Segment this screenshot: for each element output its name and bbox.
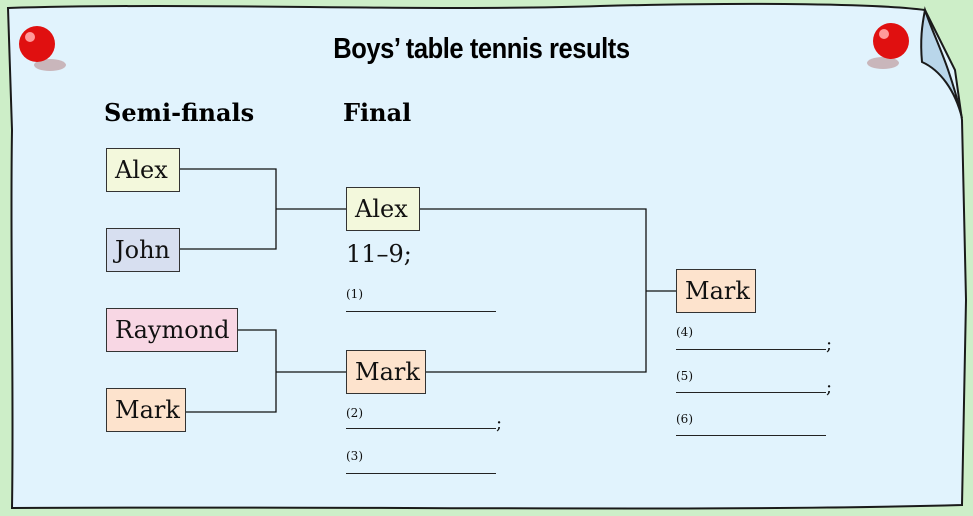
right-pin-highlight xyxy=(879,29,889,39)
semifinal-player-mark: Mark xyxy=(106,388,186,432)
semifinal-player-raymond: Raymond xyxy=(106,308,238,352)
answer-blank-2[interactable]: ; xyxy=(346,413,502,434)
bracket-line-bottom xyxy=(186,329,277,413)
poster-paper xyxy=(6,2,968,510)
final-player-alex: Alex xyxy=(346,187,420,231)
blank-number-4: (4) xyxy=(676,325,693,339)
blank-number-5: (5) xyxy=(676,369,693,383)
answer-blank-3[interactable] xyxy=(346,458,496,479)
blank-number-2: (2) xyxy=(346,406,363,420)
poster-curl xyxy=(920,6,963,119)
blank-number-6: (6) xyxy=(676,412,693,426)
left-pin-shadow xyxy=(34,59,66,71)
answer-blank-6[interactable] xyxy=(676,420,826,441)
answer-blank-4[interactable]: ; xyxy=(676,334,832,355)
final-player-mark: Mark xyxy=(346,350,426,394)
blank-number-1: (1) xyxy=(346,287,363,301)
bracket-lines xyxy=(180,168,676,413)
semifinal-player-john: John xyxy=(106,228,180,272)
right-pin-shadow xyxy=(867,57,899,69)
semi-finals-heading: Semi-finals xyxy=(104,98,255,127)
page-title: Boys’ table tennis results xyxy=(333,33,630,65)
final-heading: Final xyxy=(343,98,412,127)
left-pin-icon xyxy=(19,26,55,62)
answer-blank-1[interactable] xyxy=(346,296,496,317)
winner-box: Mark xyxy=(676,269,756,313)
semifinal-player-alex: Alex xyxy=(106,148,180,192)
blank-number-3: (3) xyxy=(346,449,363,463)
alex-score: 11–9; xyxy=(346,240,412,268)
left-pin-highlight xyxy=(25,32,35,42)
answer-blank-5[interactable]: ; xyxy=(676,377,832,398)
